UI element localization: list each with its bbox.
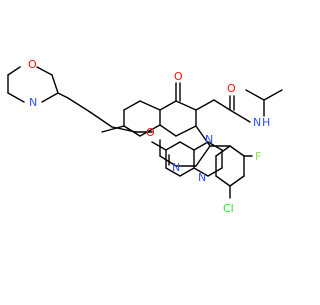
morpholine-oxygen-label: O <box>28 58 37 71</box>
bond <box>159 100 177 111</box>
bond <box>229 109 251 123</box>
ether-oxygen-label: O <box>146 126 155 139</box>
bond <box>57 92 69 99</box>
bond <box>36 66 53 76</box>
bond <box>123 125 141 137</box>
bond <box>51 74 59 94</box>
pyrimidine-nitrogen-label: N <box>198 171 206 184</box>
chlorine-label: Cl <box>223 202 234 215</box>
bond <box>151 141 167 151</box>
bond <box>215 145 231 157</box>
bond <box>41 92 59 103</box>
bond <box>229 145 245 157</box>
propoxy-chain <box>57 92 153 133</box>
bond <box>159 155 177 167</box>
morpholine-ring <box>7 66 59 103</box>
bond <box>213 99 231 111</box>
ring-carbonyl-oxygen-label: O <box>174 70 183 83</box>
core-bonds <box>101 82 283 199</box>
bond <box>175 125 197 137</box>
bond <box>229 175 245 187</box>
morpholine-nitrogen-label: N <box>29 96 37 109</box>
atom-labels: O N O N N N O O N H Cl F <box>28 58 270 215</box>
bond <box>139 100 161 111</box>
bond <box>89 111 113 128</box>
bond <box>139 124 161 137</box>
bond <box>179 141 195 151</box>
bond <box>101 125 125 133</box>
bond <box>195 145 211 167</box>
amide-oxygen-label: O <box>227 82 236 95</box>
pyridine-ring <box>151 141 195 177</box>
ring-amide-nitrogen-label: N <box>205 133 213 146</box>
amide-hydrogen-label: H <box>262 116 270 129</box>
pyridine-nitrogen-label: N <box>172 161 180 174</box>
bond <box>7 92 25 103</box>
bond <box>215 175 231 187</box>
bond <box>175 100 197 111</box>
bond <box>165 141 181 151</box>
bond <box>7 66 21 76</box>
bond <box>195 99 215 111</box>
fluorine-label: F <box>255 150 261 163</box>
bond <box>195 125 211 147</box>
bond <box>193 167 209 177</box>
bond <box>165 167 181 177</box>
bond <box>123 100 141 111</box>
bond <box>245 89 265 101</box>
bond <box>159 124 177 137</box>
structure-svg: O N O N N N O O N H Cl F <box>7 58 283 215</box>
bond <box>67 97 91 113</box>
bond <box>263 89 283 101</box>
amide-nitrogen-label: N <box>253 116 261 129</box>
bond <box>207 167 223 177</box>
bond <box>179 167 195 177</box>
bond <box>193 141 209 151</box>
molecule-diagram: O N O N N N O O N H Cl F <box>7 58 283 215</box>
